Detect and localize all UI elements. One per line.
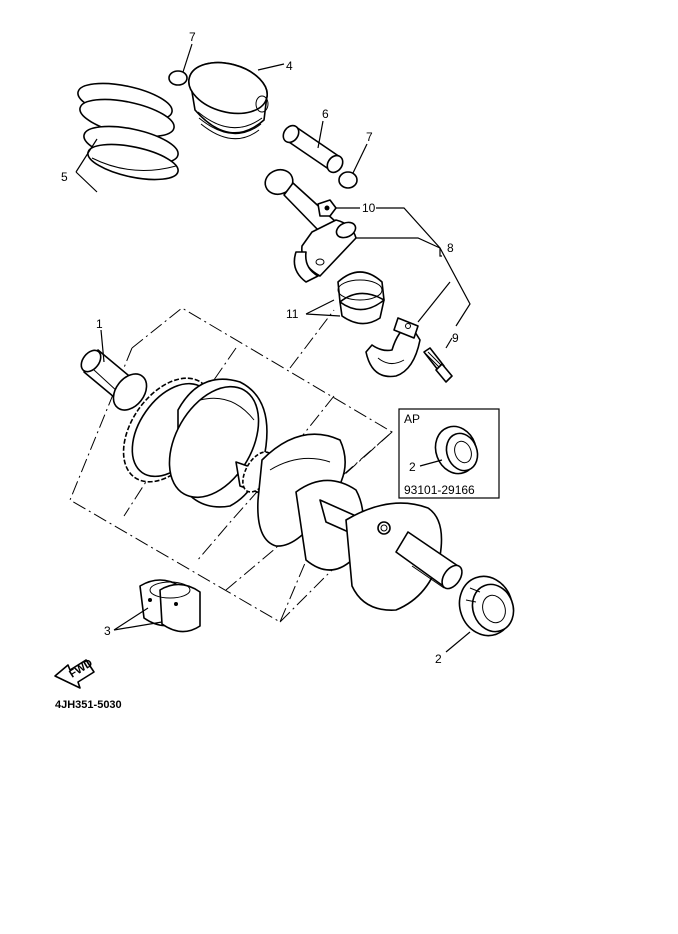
rod-nut: [317, 199, 337, 217]
callout-label-10: 10: [362, 201, 376, 215]
callout-label-4: 4: [286, 59, 293, 73]
callout-label-8: 8: [447, 241, 454, 255]
callout-label-2-main: 2: [435, 652, 442, 666]
piston-rings: [77, 82, 179, 181]
rod-cap: [365, 317, 421, 378]
rod-bearings: [337, 271, 385, 325]
callout-label-3: 3: [104, 624, 111, 638]
callout-label-1: 1: [96, 317, 103, 331]
callout-5: 5: [61, 138, 98, 193]
callout-11: 11: [286, 299, 341, 321]
callout-label-7-top: 7: [189, 30, 196, 44]
piston: 4: [188, 59, 293, 140]
circlip-right: 7: [338, 130, 373, 189]
callout-label-7-right: 7: [366, 130, 373, 144]
inset-box: AP 2 93101-29166: [398, 408, 500, 499]
crankshaft: 1: [80, 317, 463, 611]
fwd-arrow-icon: FWD: [54, 657, 95, 689]
inset-title: AP: [404, 412, 420, 426]
rod-bolt: [423, 347, 453, 383]
circlip-left: 7: [168, 30, 196, 86]
callout-label-11: 11: [286, 307, 299, 321]
inset-part-number: 93101-29166: [404, 483, 475, 497]
piston-pin: 6: [282, 107, 344, 174]
main-bearings: 3: [104, 579, 201, 638]
callout-label-9: 9: [452, 331, 459, 345]
oil-seal: 2: [435, 575, 515, 666]
callouts-8-9-10: 10 8 9: [336, 201, 471, 349]
callout-label-2-inset: 2: [409, 460, 416, 474]
callout-label-5: 5: [61, 170, 68, 184]
diagram-code: 4JH351-5030: [55, 699, 122, 711]
callout-label-6: 6: [322, 107, 329, 121]
connecting-rod: [264, 168, 357, 283]
